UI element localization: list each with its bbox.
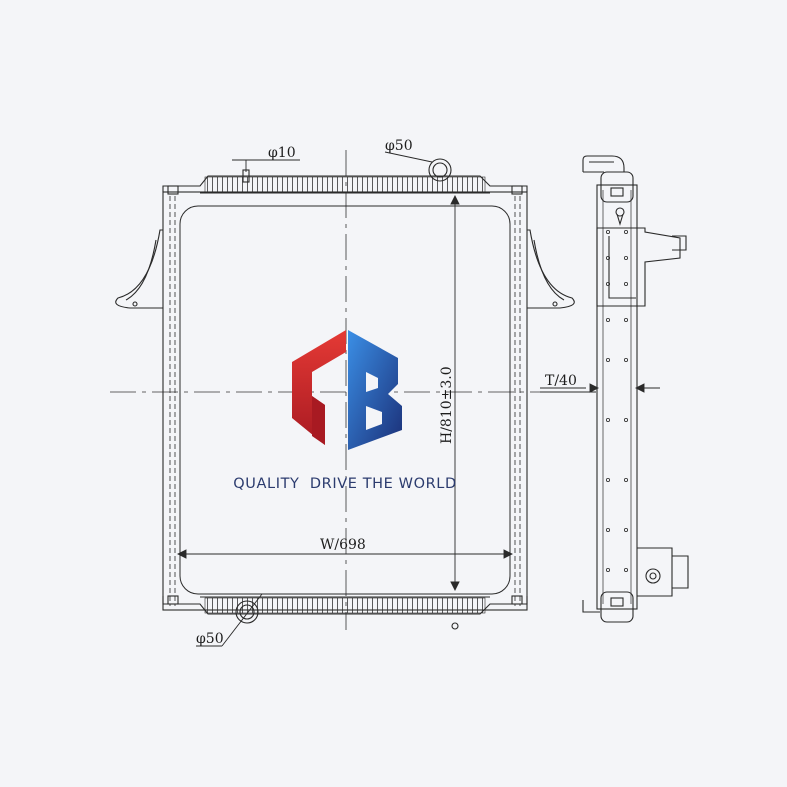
top-pipe-dia-label: φ10: [268, 145, 296, 161]
width-label: W/698: [320, 537, 366, 553]
dimension-lines: [176, 151, 660, 647]
radiator-side-view: [582, 155, 689, 623]
brand-tagline: QUALITY DRIVE THE WORLD: [233, 476, 457, 492]
brand-logo: [292, 330, 402, 450]
radiator-front-view: [115, 158, 575, 630]
height-label: H/810±3.0: [439, 366, 455, 444]
side-view-holes: [606, 229, 629, 573]
bottom-outlet-dia-label: φ50: [196, 631, 224, 647]
thickness-label: T/40: [545, 373, 577, 389]
top-inlet-dia-label: φ50: [385, 138, 413, 154]
